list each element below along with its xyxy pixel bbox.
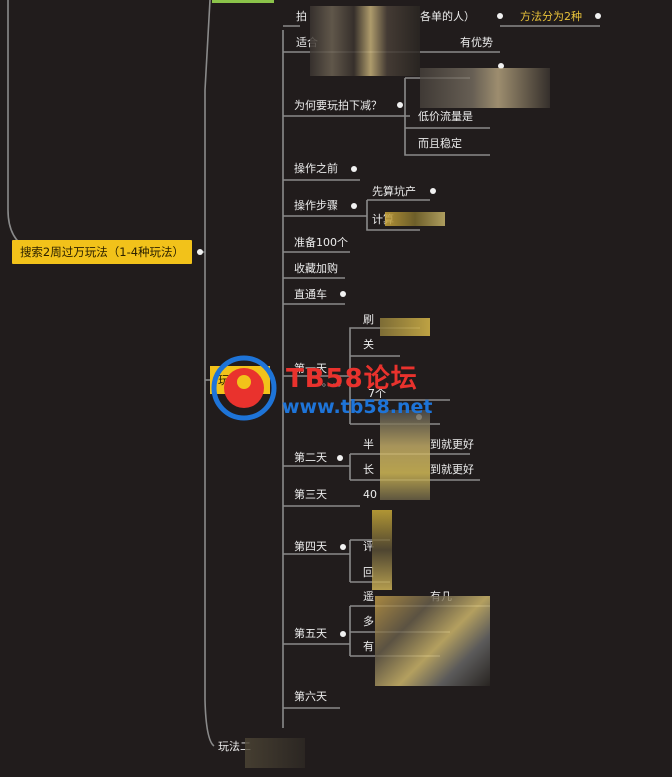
node-n4[interactable]: 操作之前: [294, 162, 338, 175]
node-n13d[interactable]: 有: [363, 640, 374, 653]
expand-dot[interactable]: [340, 544, 346, 550]
node-n9b[interactable]: 关: [363, 338, 374, 351]
node-day-2[interactable]: 第二天: [294, 451, 327, 464]
node-n9c[interactable]: 7个: [368, 387, 386, 400]
node-day-5[interactable]: 第五天: [294, 627, 327, 640]
watermark-brand: TB58论坛: [286, 364, 418, 394]
expand-dot[interactable]: [340, 631, 346, 637]
node-n1a[interactable]: 拍: [296, 10, 307, 23]
node-dots: 。。。。: [322, 378, 347, 389]
redaction-mosaic: [372, 510, 392, 590]
expand-dot[interactable]: [351, 166, 357, 172]
root-expand-dot[interactable]: [197, 249, 203, 255]
expand-dot[interactable]: [497, 13, 503, 19]
node-day-4[interactable]: 第四天: [294, 540, 327, 553]
node-n3a[interactable]: 低价流量是: [418, 110, 473, 123]
redaction-mosaic: [380, 318, 430, 336]
node-n10b[interactable]: 到就更好: [430, 438, 474, 451]
redaction-mosaic: [385, 212, 445, 226]
redaction-mosaic: [380, 410, 430, 500]
branch-node-gameplay-two[interactable]: 玩法二: [218, 740, 251, 753]
root-node[interactable]: 搜索2周过万玩法（1-4种玩法）: [12, 240, 192, 264]
redaction-mosaic: [375, 596, 490, 686]
node-n12a[interactable]: 评: [363, 540, 374, 553]
node-n9a[interactable]: 刷: [363, 313, 374, 326]
node-day-1[interactable]: 第一天: [294, 362, 327, 375]
expand-dot[interactable]: [498, 63, 504, 69]
node-n7[interactable]: 收藏加购: [294, 262, 338, 275]
expand-dot[interactable]: [340, 291, 346, 297]
redaction-mosaic: [245, 738, 305, 768]
node-n13a[interactable]: 遥: [363, 590, 374, 603]
node-day-3[interactable]: 第三天: [294, 488, 327, 501]
node-n8[interactable]: 直通车: [294, 288, 327, 301]
node-n2b[interactable]: 有优势: [460, 36, 493, 49]
node-n6[interactable]: 准备100个: [294, 236, 348, 249]
node-n11a[interactable]: 40: [363, 488, 377, 501]
expand-dot[interactable]: [430, 188, 436, 194]
expand-dot[interactable]: [397, 102, 403, 108]
node-n10c[interactable]: 长: [363, 463, 374, 476]
node-n1c[interactable]: 方法分为2种: [520, 10, 582, 23]
redaction-mosaic: [420, 68, 550, 108]
expand-dot[interactable]: [595, 13, 601, 19]
expand-dot[interactable]: [351, 203, 357, 209]
node-n12b[interactable]: 回: [363, 566, 374, 579]
redaction-mosaic: [310, 6, 420, 76]
watermark-url: www.tb58.net: [282, 396, 433, 418]
node-day-6[interactable]: 第六天: [294, 690, 327, 703]
node-n3[interactable]: 为何要玩拍下减？: [294, 99, 382, 112]
top-accent-bar: [212, 0, 274, 3]
node-n10d[interactable]: 到就更好: [430, 463, 474, 476]
node-n1b[interactable]: 各单的人）: [420, 10, 475, 23]
node-n10a[interactable]: 半: [363, 438, 374, 451]
node-n5a[interactable]: 先算坑产: [372, 185, 416, 198]
node-n13c[interactable]: 多: [363, 615, 374, 628]
node-n3b[interactable]: 而且稳定: [418, 137, 462, 150]
node-n5[interactable]: 操作步骤: [294, 199, 338, 212]
tb58-logo-icon: [211, 355, 277, 421]
expand-dot[interactable]: [337, 455, 343, 461]
